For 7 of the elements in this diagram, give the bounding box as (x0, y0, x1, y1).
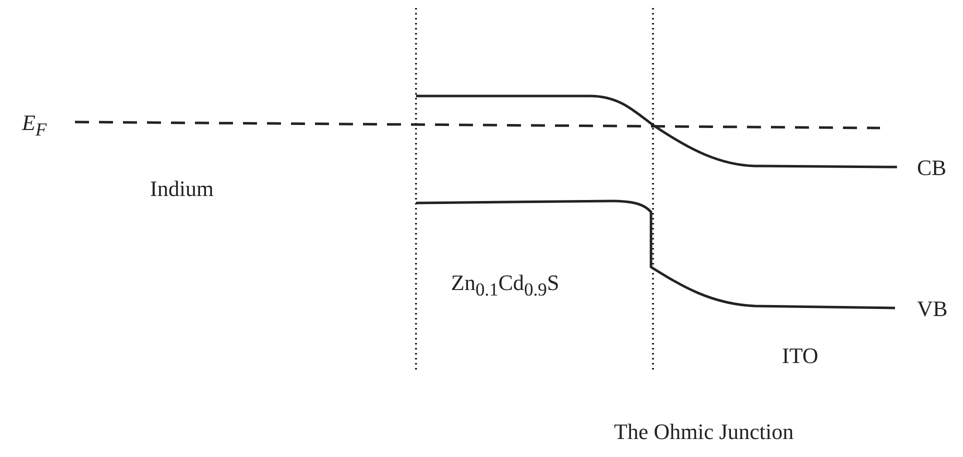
band-label: VB (917, 298, 948, 320)
region-label: ITO (782, 345, 818, 367)
band-label: CB (917, 157, 946, 179)
region-label: Indium (150, 178, 214, 200)
material-label: Zn$_{0.1}$Cd$_{0.9}$S (451, 272, 560, 299)
ef-label: E$_{F}$ (22, 112, 47, 139)
caption-label: The Ohmic Junction (614, 421, 794, 443)
